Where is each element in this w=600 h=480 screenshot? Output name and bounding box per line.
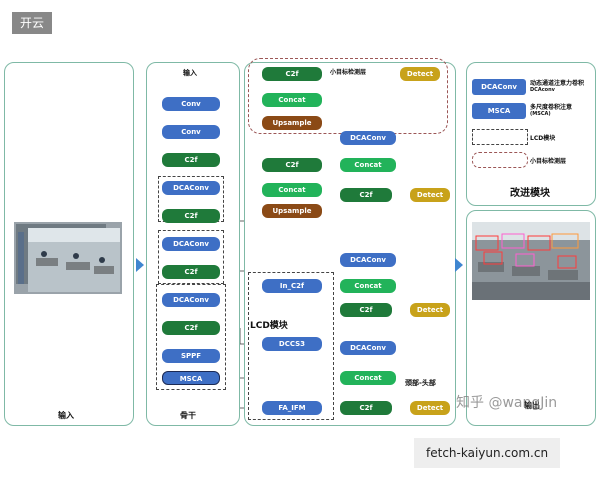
neck-c2f-2: C2f <box>340 303 392 317</box>
flow-arrow-2 <box>455 258 463 272</box>
legend-msca-text: 多尺度卷积注意 <box>530 104 573 111</box>
legend-small-target-swatch <box>472 152 528 168</box>
backbone-sppf: SPPF <box>162 349 220 363</box>
neck-dcaconv-2: DCAConv <box>340 253 396 267</box>
neck-upsample-top: Upsample <box>262 116 322 130</box>
neck-concat-1: Concat <box>340 158 396 172</box>
detect-3: Detect <box>410 303 450 317</box>
backbone-top-label: 输入 <box>183 69 197 77</box>
legend-msca-sub: (MSCA) <box>530 111 551 117</box>
backbone-conv-1: Conv <box>162 97 220 111</box>
output-caption: 输出 <box>524 401 540 410</box>
backbone-dcaconv-box-2 <box>158 230 224 284</box>
legend-dcaconv-sub: DCAconv <box>530 87 555 93</box>
neck-concat-mid: Concat <box>262 183 322 197</box>
backbone-conv-2: Conv <box>162 125 220 139</box>
small-target-label: 小目标检测层 <box>330 69 367 76</box>
neck-c2f-top: C2f <box>262 67 322 81</box>
neck-c2f-3: C2f <box>340 401 392 415</box>
output-photo <box>472 222 590 300</box>
backbone-dcaconv-box-3 <box>156 284 226 390</box>
lcd-module-region <box>248 272 334 420</box>
input-caption: 输入 <box>58 411 74 420</box>
legend-dcaconv-text: 动态通道注意力卷积 <box>530 80 585 87</box>
site-watermark: fetch-kaiyun.com.cn <box>414 438 561 468</box>
neck-dcaconv-1: DCAConv <box>340 131 396 145</box>
backbone-msca: MSCA <box>162 371 220 385</box>
neck-upsample-mid: Upsample <box>262 204 322 218</box>
neck-head-label: 颈部-头部 <box>405 379 436 387</box>
author-watermark: 知乎 @wangJin <box>456 395 558 411</box>
detect-2: Detect <box>410 188 450 202</box>
legend-dcaconv-box: DCAConv <box>472 79 526 95</box>
legend-lcd-text: LCD模块 <box>530 135 556 142</box>
neck-concat-3: Concat <box>340 371 396 385</box>
backbone-c2f-2: C2f <box>162 209 220 223</box>
backbone-c2f-1: C2f <box>162 153 220 167</box>
legend-caption: 改进模块 <box>510 188 550 199</box>
neck-c2f-mid: C2f <box>262 158 322 172</box>
legend-lcd-swatch <box>472 129 528 145</box>
neck-dcaconv-3: DCAConv <box>340 341 396 355</box>
backbone-dcaconv-2: DCAConv <box>162 237 220 251</box>
neck-dccs3: DCCS3 <box>262 337 322 351</box>
neck-c2f-1: C2f <box>340 188 392 202</box>
backbone-dcaconv-3: DCAConv <box>162 293 220 307</box>
backbone-c2f-3: C2f <box>162 265 220 279</box>
detected-classroom-photo-icon <box>472 222 590 300</box>
neck-fa-ifm: FA_IFM <box>262 401 322 415</box>
flow-arrow-1 <box>136 258 144 272</box>
classroom-photo-stack <box>14 222 122 294</box>
detect-1: Detect <box>400 67 440 81</box>
backbone-dcaconv-1: DCAConv <box>162 181 220 195</box>
legend-msca-box: MSCA <box>472 103 526 119</box>
legend-small-target-text: 小目标检测层 <box>530 158 567 165</box>
neck-concat-top: Concat <box>262 93 322 107</box>
neck-concat-2: Concat <box>340 279 396 293</box>
backbone-caption: 骨干 <box>180 411 196 420</box>
classroom-photo-icon <box>14 222 122 294</box>
lcd-label: LCD模块 <box>250 321 288 331</box>
header-tag: 开云 <box>12 12 53 34</box>
neck-in-c2f: In_C2f <box>262 279 322 293</box>
detect-4: Detect <box>410 401 450 415</box>
backbone-c2f-4: C2f <box>162 321 220 335</box>
